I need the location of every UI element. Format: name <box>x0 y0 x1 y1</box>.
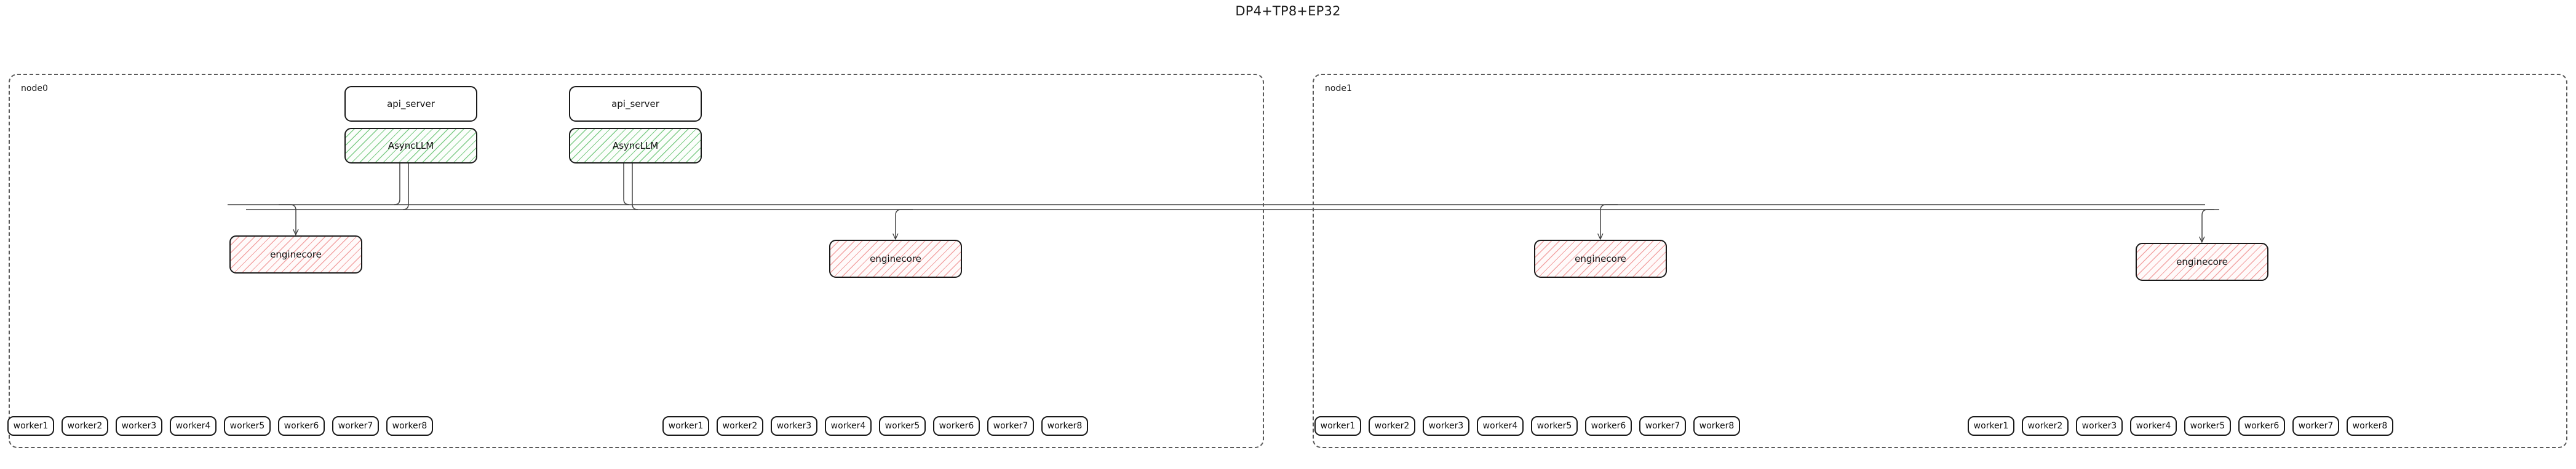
worker-label: worker8 <box>1047 421 1083 431</box>
worker-label: worker6 <box>2244 421 2280 431</box>
worker-label: worker5 <box>1536 421 1572 431</box>
worker-box[interactable]: worker1 <box>1314 416 1361 436</box>
worker-box[interactable]: worker8 <box>1041 416 1088 436</box>
worker-label: worker2 <box>1374 421 1410 431</box>
worker-label: worker1 <box>1973 421 2009 431</box>
asyncllm-box-1[interactable]: AsyncLLM <box>569 128 702 164</box>
worker-label: worker5 <box>2190 421 2225 431</box>
worker-box[interactable]: worker3 <box>116 416 162 436</box>
worker-label: worker5 <box>885 421 920 431</box>
api-server-box-1[interactable]: api_server <box>569 86 702 122</box>
worker-label: worker4 <box>175 421 211 431</box>
enginecore-box-1[interactable]: enginecore <box>829 240 962 278</box>
asyncllm-box-1-label: AsyncLLM <box>612 140 659 151</box>
worker-label: worker4 <box>830 421 866 431</box>
worker-box[interactable]: worker7 <box>2292 416 2339 436</box>
worker-box[interactable]: worker1 <box>7 416 54 436</box>
api-server-box-0-label: api_server <box>387 98 435 109</box>
worker-box[interactable]: worker2 <box>2022 416 2069 436</box>
enginecore-box-2-label: enginecore <box>1575 253 1626 264</box>
worker-label: worker3 <box>121 421 157 431</box>
worker-box[interactable]: worker5 <box>224 416 271 436</box>
worker-box[interactable]: worker4 <box>825 416 872 436</box>
worker-label: worker7 <box>993 421 1028 431</box>
worker-box[interactable]: worker8 <box>1693 416 1740 436</box>
worker-label: worker7 <box>1645 421 1680 431</box>
worker-box[interactable]: worker2 <box>717 416 763 436</box>
worker-label: worker2 <box>722 421 758 431</box>
cluster-node0: node0 <box>9 74 1264 448</box>
worker-box[interactable]: worker7 <box>1639 416 1686 436</box>
worker-label: worker6 <box>1591 421 1626 431</box>
worker-box[interactable]: worker7 <box>987 416 1034 436</box>
page-title: DP4+TP8+EP32 <box>1235 4 1341 18</box>
asyncllm-box-0-label: AsyncLLM <box>388 140 434 151</box>
worker-box[interactable]: worker4 <box>170 416 217 436</box>
worker-label: worker8 <box>392 421 427 431</box>
enginecore-box-2[interactable]: enginecore <box>1534 240 1667 278</box>
worker-box[interactable]: worker7 <box>332 416 379 436</box>
worker-label: worker5 <box>229 421 265 431</box>
worker-label: worker7 <box>338 421 373 431</box>
worker-box[interactable]: worker3 <box>771 416 817 436</box>
worker-box[interactable]: worker6 <box>278 416 325 436</box>
worker-box[interactable]: worker6 <box>933 416 980 436</box>
worker-box[interactable]: worker3 <box>1423 416 1469 436</box>
enginecore-box-0-label: enginecore <box>270 249 322 260</box>
worker-box[interactable]: worker1 <box>662 416 709 436</box>
worker-label: worker6 <box>284 421 319 431</box>
worker-box[interactable]: worker3 <box>2076 416 2123 436</box>
worker-box[interactable]: worker6 <box>1585 416 1632 436</box>
worker-label: worker1 <box>668 421 704 431</box>
enginecore-box-0[interactable]: enginecore <box>229 235 362 274</box>
worker-label: worker8 <box>1699 421 1735 431</box>
worker-box[interactable]: worker6 <box>2238 416 2285 436</box>
worker-label: worker3 <box>776 421 812 431</box>
worker-label: worker6 <box>939 421 974 431</box>
worker-box[interactable]: worker8 <box>2347 416 2393 436</box>
worker-label: worker2 <box>2027 421 2063 431</box>
worker-label: worker4 <box>1482 421 1518 431</box>
worker-box[interactable]: worker2 <box>62 416 108 436</box>
worker-label: worker4 <box>2136 421 2171 431</box>
api-server-box-1-label: api_server <box>611 98 659 109</box>
worker-label: worker7 <box>2298 421 2334 431</box>
worker-box[interactable]: worker5 <box>879 416 926 436</box>
worker-box[interactable]: worker1 <box>1968 416 2014 436</box>
worker-box[interactable]: worker5 <box>2184 416 2231 436</box>
worker-box[interactable]: worker2 <box>1369 416 1415 436</box>
enginecore-box-3[interactable]: enginecore <box>2136 243 2268 281</box>
worker-box[interactable]: worker4 <box>2130 416 2177 436</box>
api-server-box-0[interactable]: api_server <box>344 86 477 122</box>
enginecore-box-1-label: enginecore <box>870 253 921 264</box>
worker-label: worker3 <box>1428 421 1464 431</box>
worker-label: worker1 <box>13 421 49 431</box>
worker-label: worker1 <box>1320 421 1356 431</box>
asyncllm-box-0[interactable]: AsyncLLM <box>344 128 477 164</box>
cluster-label-node1: node1 <box>1325 84 1352 93</box>
enginecore-box-3-label: enginecore <box>2176 256 2228 267</box>
worker-box[interactable]: worker8 <box>386 416 433 436</box>
worker-box[interactable]: worker4 <box>1477 416 1524 436</box>
worker-box[interactable]: worker5 <box>1531 416 1578 436</box>
worker-label: worker8 <box>2352 421 2388 431</box>
cluster-node1: node1 <box>1313 74 2567 448</box>
cluster-label-node0: node0 <box>21 84 48 93</box>
worker-label: worker2 <box>67 421 103 431</box>
worker-label: worker3 <box>2081 421 2117 431</box>
